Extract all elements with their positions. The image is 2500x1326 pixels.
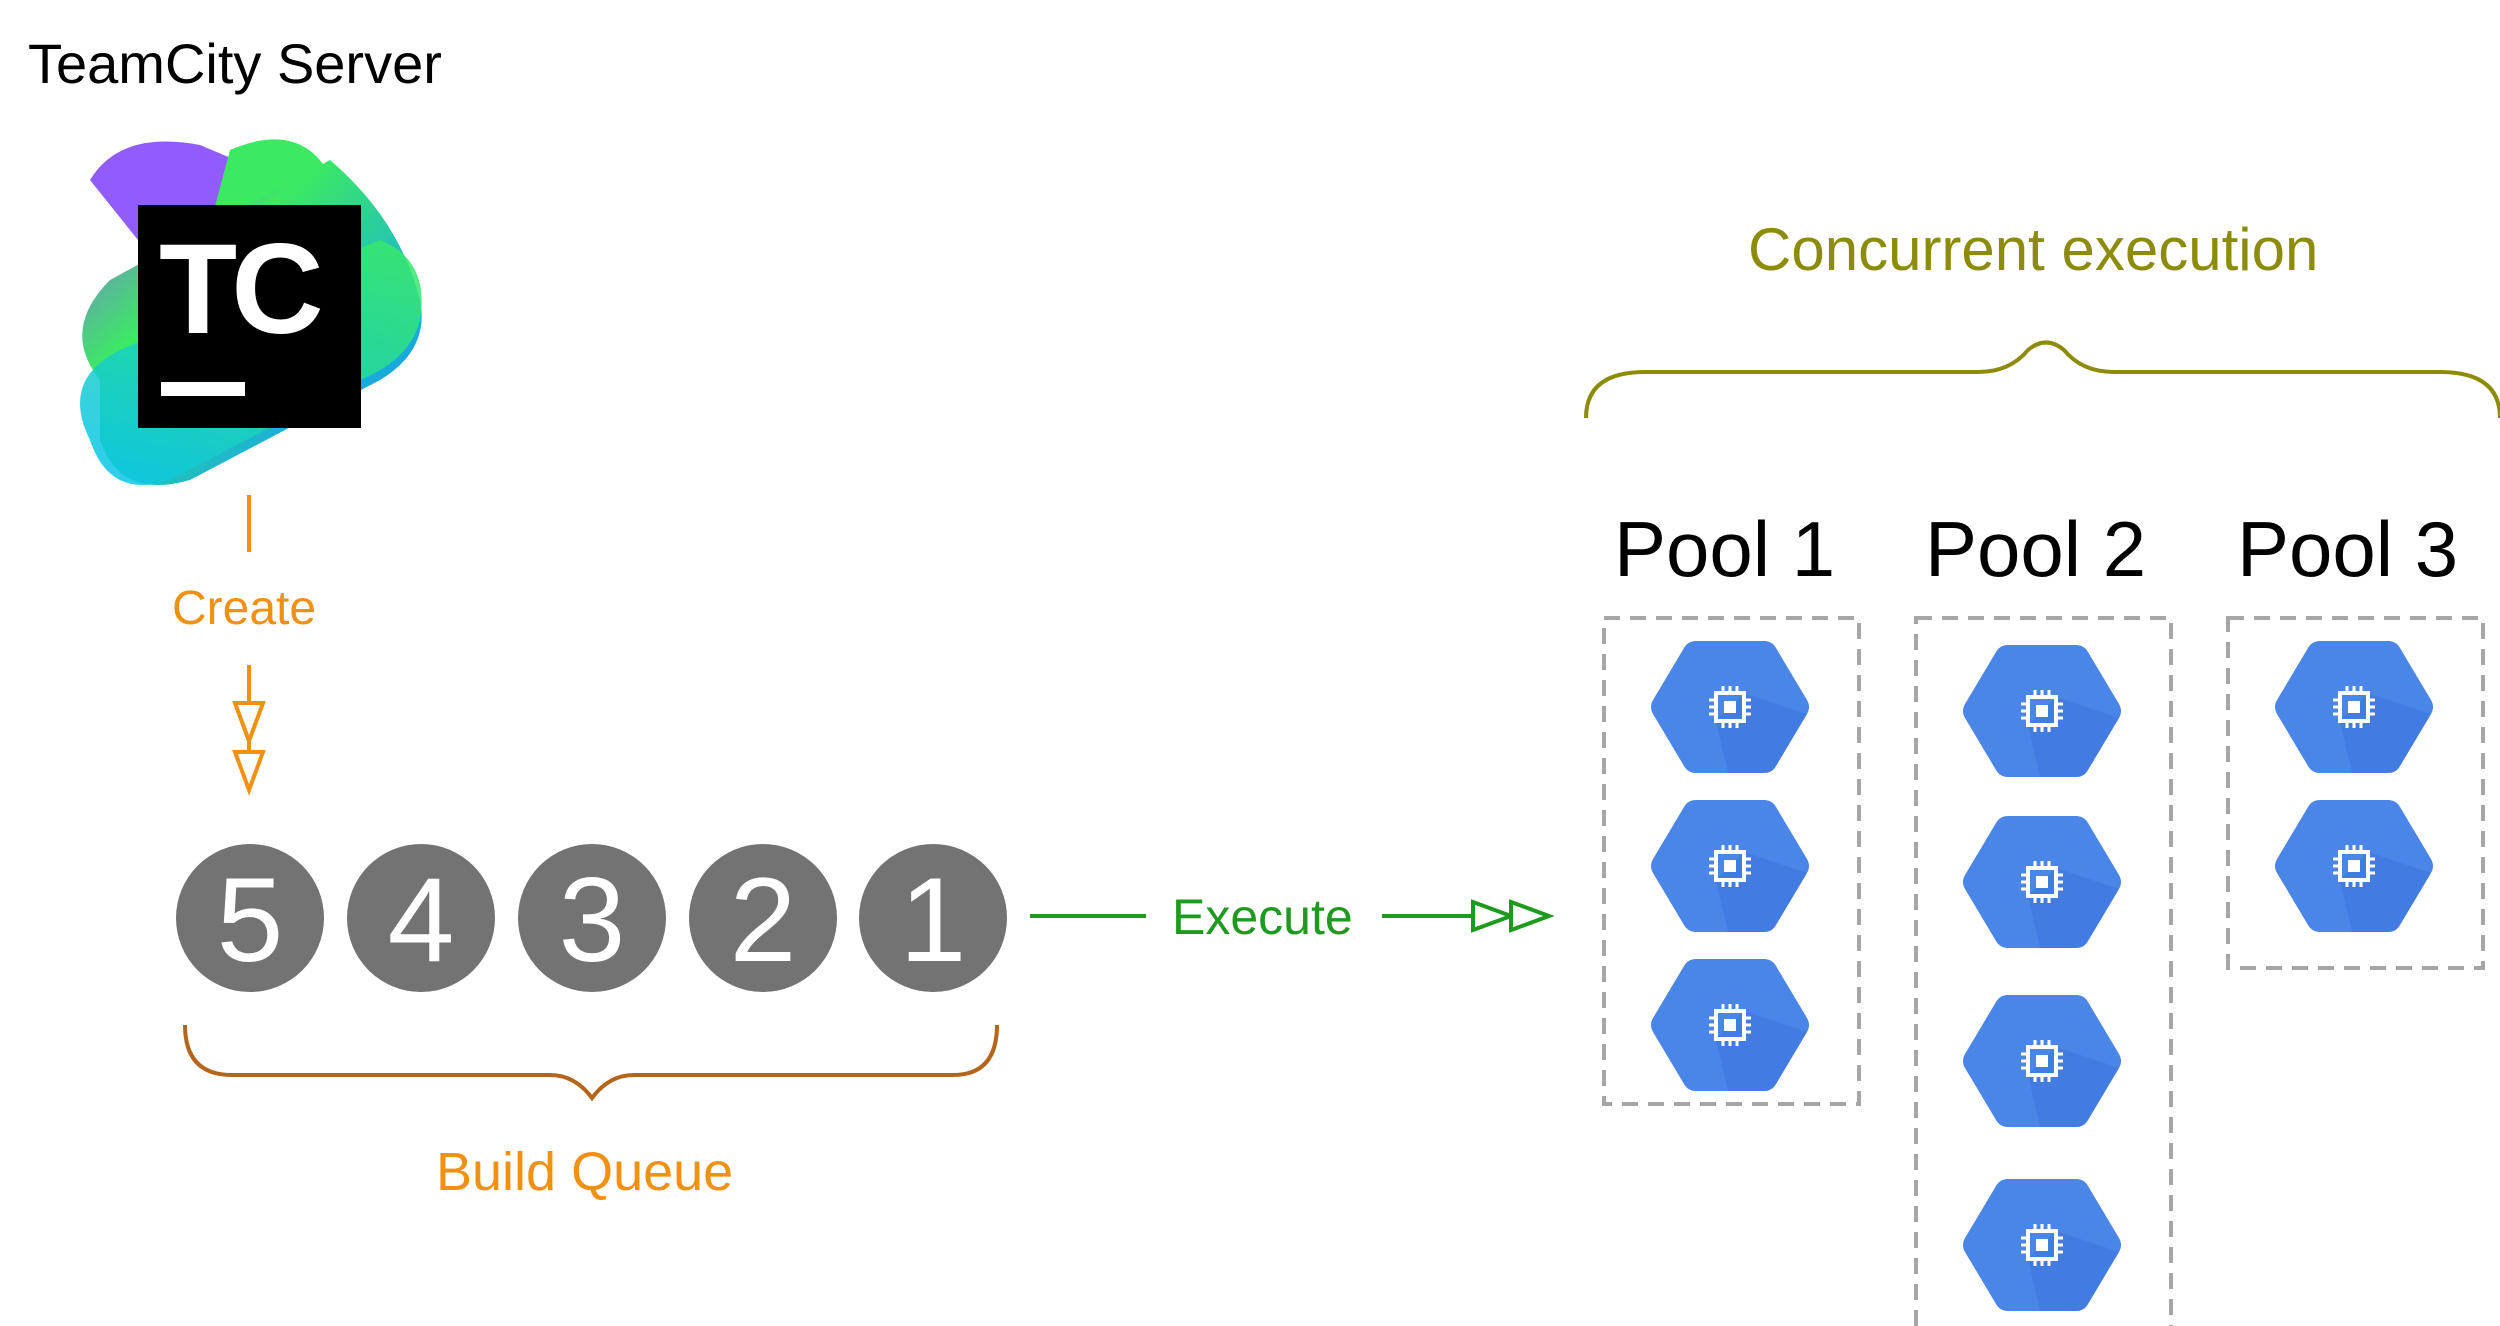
- compute-engine-chip-icon: [1963, 816, 2121, 948]
- queue-item-5-label: 5: [217, 853, 284, 987]
- build-queue-label: Build Queue: [436, 1142, 734, 1202]
- pool-1-box: [1602, 616, 1861, 1106]
- execute-label: Execute: [1172, 889, 1353, 945]
- compute-engine-chip-icon: [1651, 641, 1809, 773]
- queue-item-5: [176, 844, 324, 992]
- logo-text: TC: [159, 218, 320, 361]
- create-label: Create: [172, 582, 317, 635]
- compute-engine-chip-icon: [1651, 800, 1809, 932]
- queue-item-4: [347, 844, 495, 992]
- compute-engine-chip-icon: [1651, 959, 1809, 1091]
- queue-item-3-label: 3: [559, 853, 626, 987]
- pool-2-label: Pool 2: [1925, 505, 2147, 593]
- queue-item-3: [518, 844, 666, 992]
- queue-item-1: [859, 844, 1007, 992]
- execute-arrow: [1030, 899, 1555, 933]
- pool-1-label: Pool 1: [1614, 505, 1836, 593]
- server-title: TeamCity Server: [28, 32, 442, 95]
- compute-engine-chip-icon: [1963, 995, 2121, 1127]
- queue-brace: [183, 1024, 999, 1102]
- compute-engine-chip-icon: [2275, 641, 2433, 773]
- teamcity-logo-icon: TC: [80, 139, 422, 485]
- pool-3-label: Pool 3: [2237, 505, 2459, 593]
- queue-item-2-label: 2: [730, 853, 797, 987]
- concurrent-execution-label: Concurrent execution: [1748, 216, 2319, 283]
- queue-item-2: [689, 844, 837, 992]
- pool-3-box: [2226, 616, 2485, 970]
- compute-engine-chip-icon: [1963, 1179, 2121, 1311]
- compute-engine-chip-icon: [2275, 800, 2433, 932]
- pool-2-box: [1914, 616, 2173, 1326]
- concurrent-brace: [1584, 340, 2500, 419]
- queue-item-1-label: 1: [900, 853, 967, 987]
- queue-item-4-label: 4: [388, 853, 455, 987]
- create-arrow: [232, 495, 266, 796]
- compute-engine-chip-icon: [1963, 645, 2121, 777]
- build-queue: 5 4 3 2 1: [176, 844, 1007, 992]
